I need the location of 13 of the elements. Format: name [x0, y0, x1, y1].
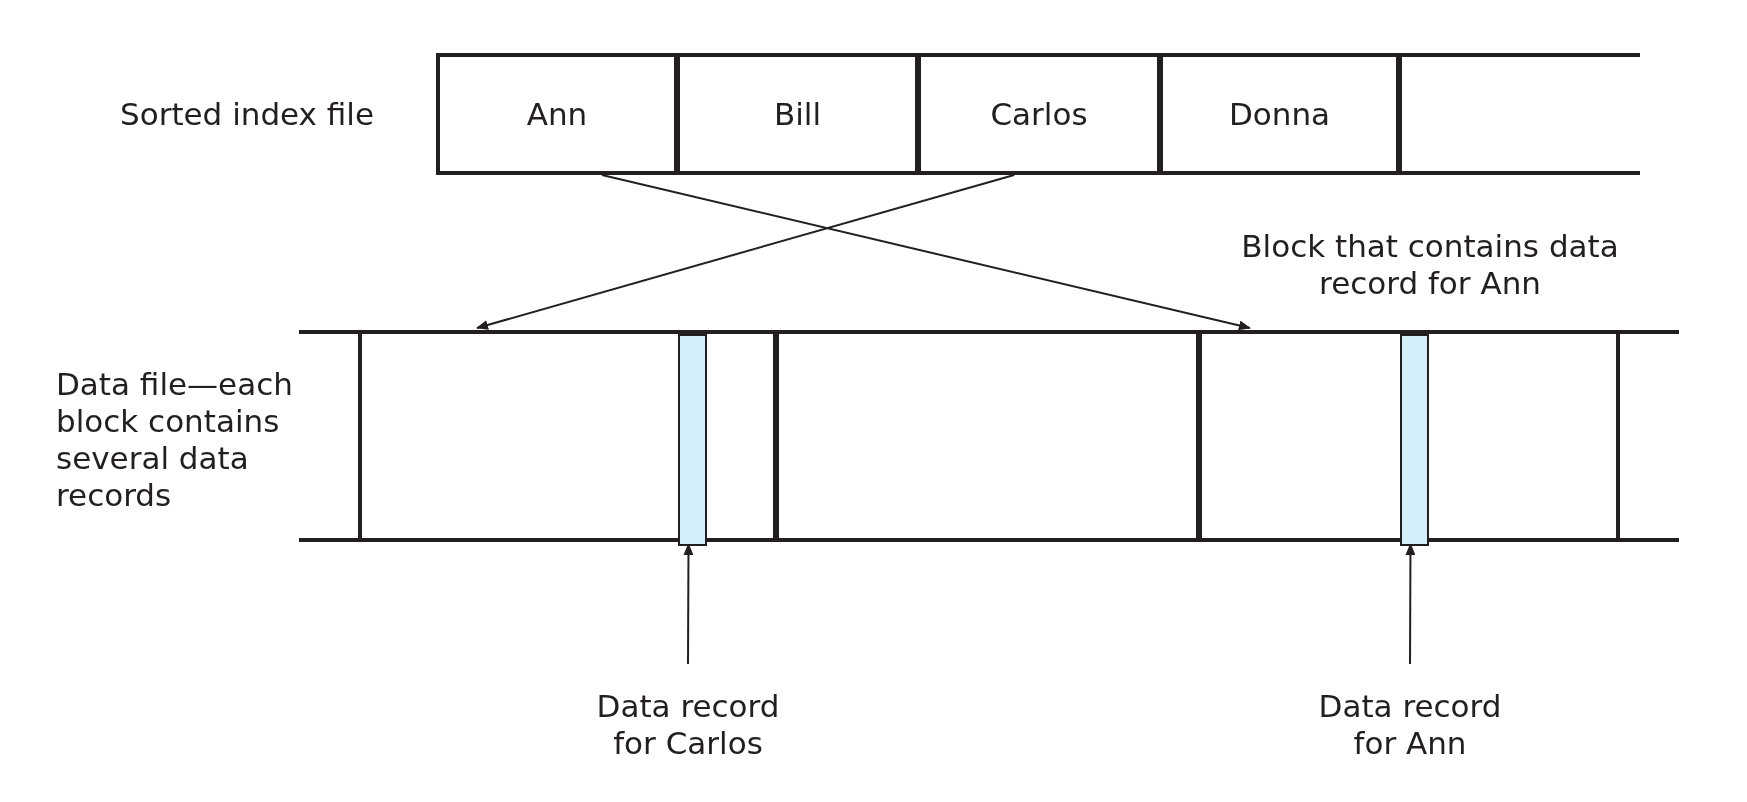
- arrow: [601, 174, 1251, 331]
- file-label: Sorted index file: [120, 96, 376, 133]
- callout-text: Data record for Carlos: [588, 688, 788, 768]
- file-label: Data file—each block contains several data records: [56, 366, 294, 514]
- callout-text: Data record for Ann: [1310, 688, 1510, 768]
- record-bar: [678, 334, 707, 546]
- index-cell: Carlos: [917, 53, 1161, 175]
- record-bar: [1400, 334, 1429, 546]
- index-cell: Donna: [1159, 53, 1400, 175]
- arrow: [476, 174, 1016, 330]
- index-cell: Bill: [676, 53, 919, 175]
- index-cell: Ann: [436, 53, 678, 175]
- block-caption: Block that contains data record for Ann: [1240, 228, 1620, 302]
